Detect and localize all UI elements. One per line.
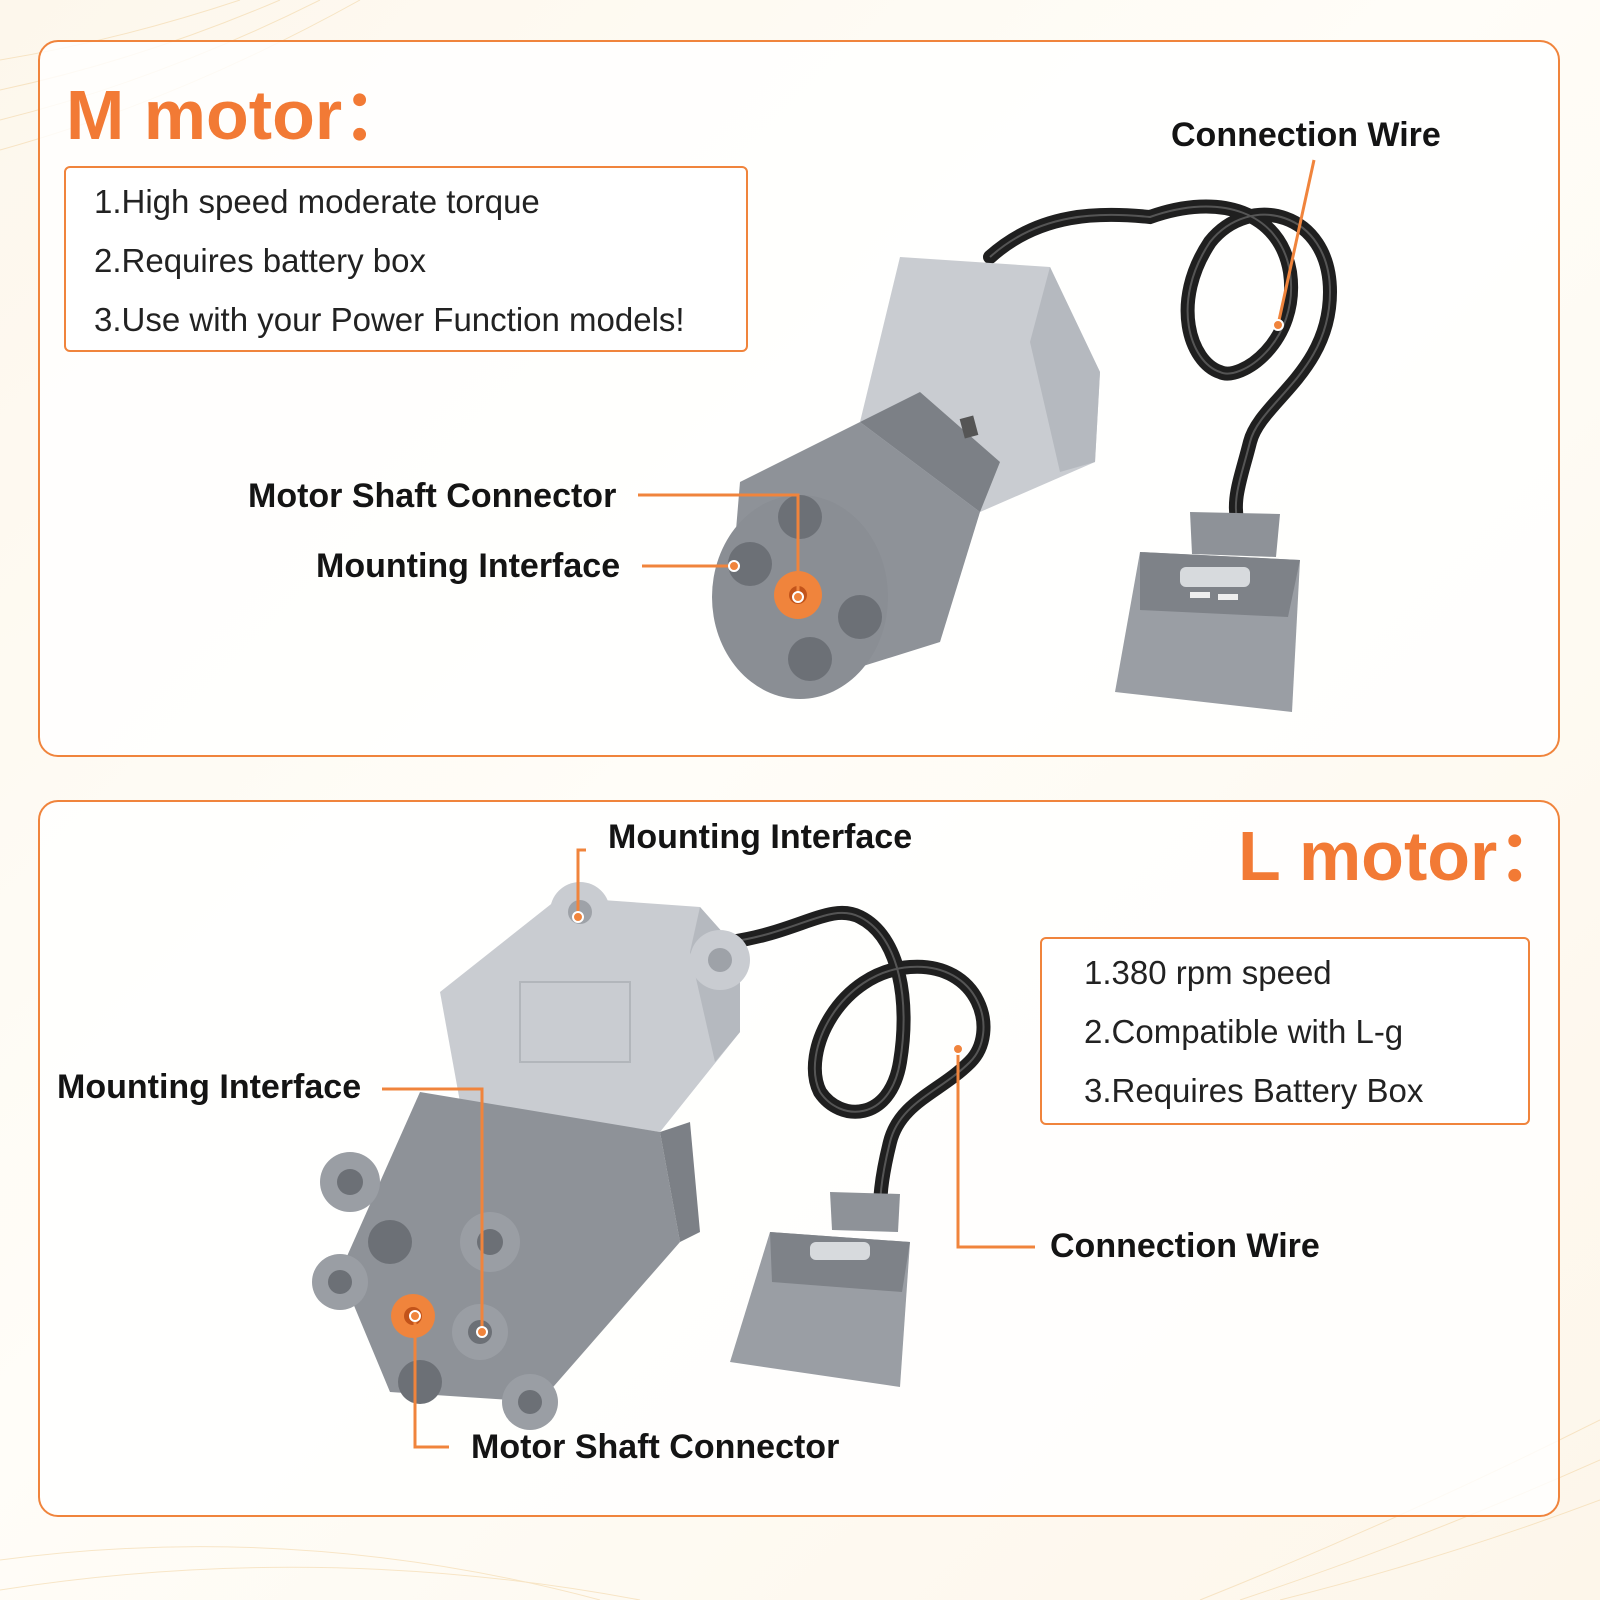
m-motor-title: M motor：	[66, 76, 413, 154]
l-motor-spec-3: 3.Requires Battery Box	[1084, 1072, 1424, 1109]
m-motor-spec-box: 1.High speed moderate torque 2.Requires …	[64, 166, 748, 352]
l-motor-title: L motor：	[1238, 817, 1568, 895]
m-motor-spec-1: 1.High speed moderate torque	[94, 183, 540, 220]
m-connection-wire-label: Connection Wire	[1171, 116, 1441, 154]
l-motor-spec-box: 1.380 rpm speed 2.Compatible with L-g 3.…	[1040, 937, 1530, 1125]
m-motor-illustration	[638, 159, 1338, 712]
m-mounting-interface-label: Mounting Interface	[316, 547, 621, 585]
l-mounting-interface-top-label: Mounting Interface	[608, 818, 913, 856]
l-motor-body	[312, 882, 750, 1430]
l-connection-wire-label: Connection Wire	[1050, 1227, 1320, 1265]
l-motor-spec-2: 2.Compatible with L-g	[1084, 1013, 1404, 1050]
m-motor-body	[712, 257, 1100, 699]
l-connection-wire	[723, 906, 991, 1219]
l-shaft-connector-label: Motor Shaft Connector	[471, 1428, 840, 1466]
m-motor-spec-3: 3.Use with your Power Function models!	[94, 301, 685, 338]
m-leader-lines	[638, 159, 1316, 597]
l-leader-lines	[382, 848, 1035, 1449]
l-motor-spec-1: 1.380 rpm speed	[1084, 954, 1332, 991]
l-mounting-interface-left-label: Mounting Interface	[57, 1068, 362, 1106]
l-connector-plug	[730, 1192, 910, 1387]
l-motor-panel: L motor： 1.380 rpm speed 2.Compatible wi…	[38, 800, 1567, 1517]
l-motor-illustration	[312, 848, 1035, 1449]
m-motor-panel: M motor： 1.High speed moderate torque 2.…	[38, 40, 1560, 757]
m-shaft-connector-label: Motor Shaft Connector	[248, 477, 617, 515]
m-motor-spec-2: 2.Requires battery box	[94, 242, 427, 279]
m-connector-plug	[1115, 512, 1300, 712]
